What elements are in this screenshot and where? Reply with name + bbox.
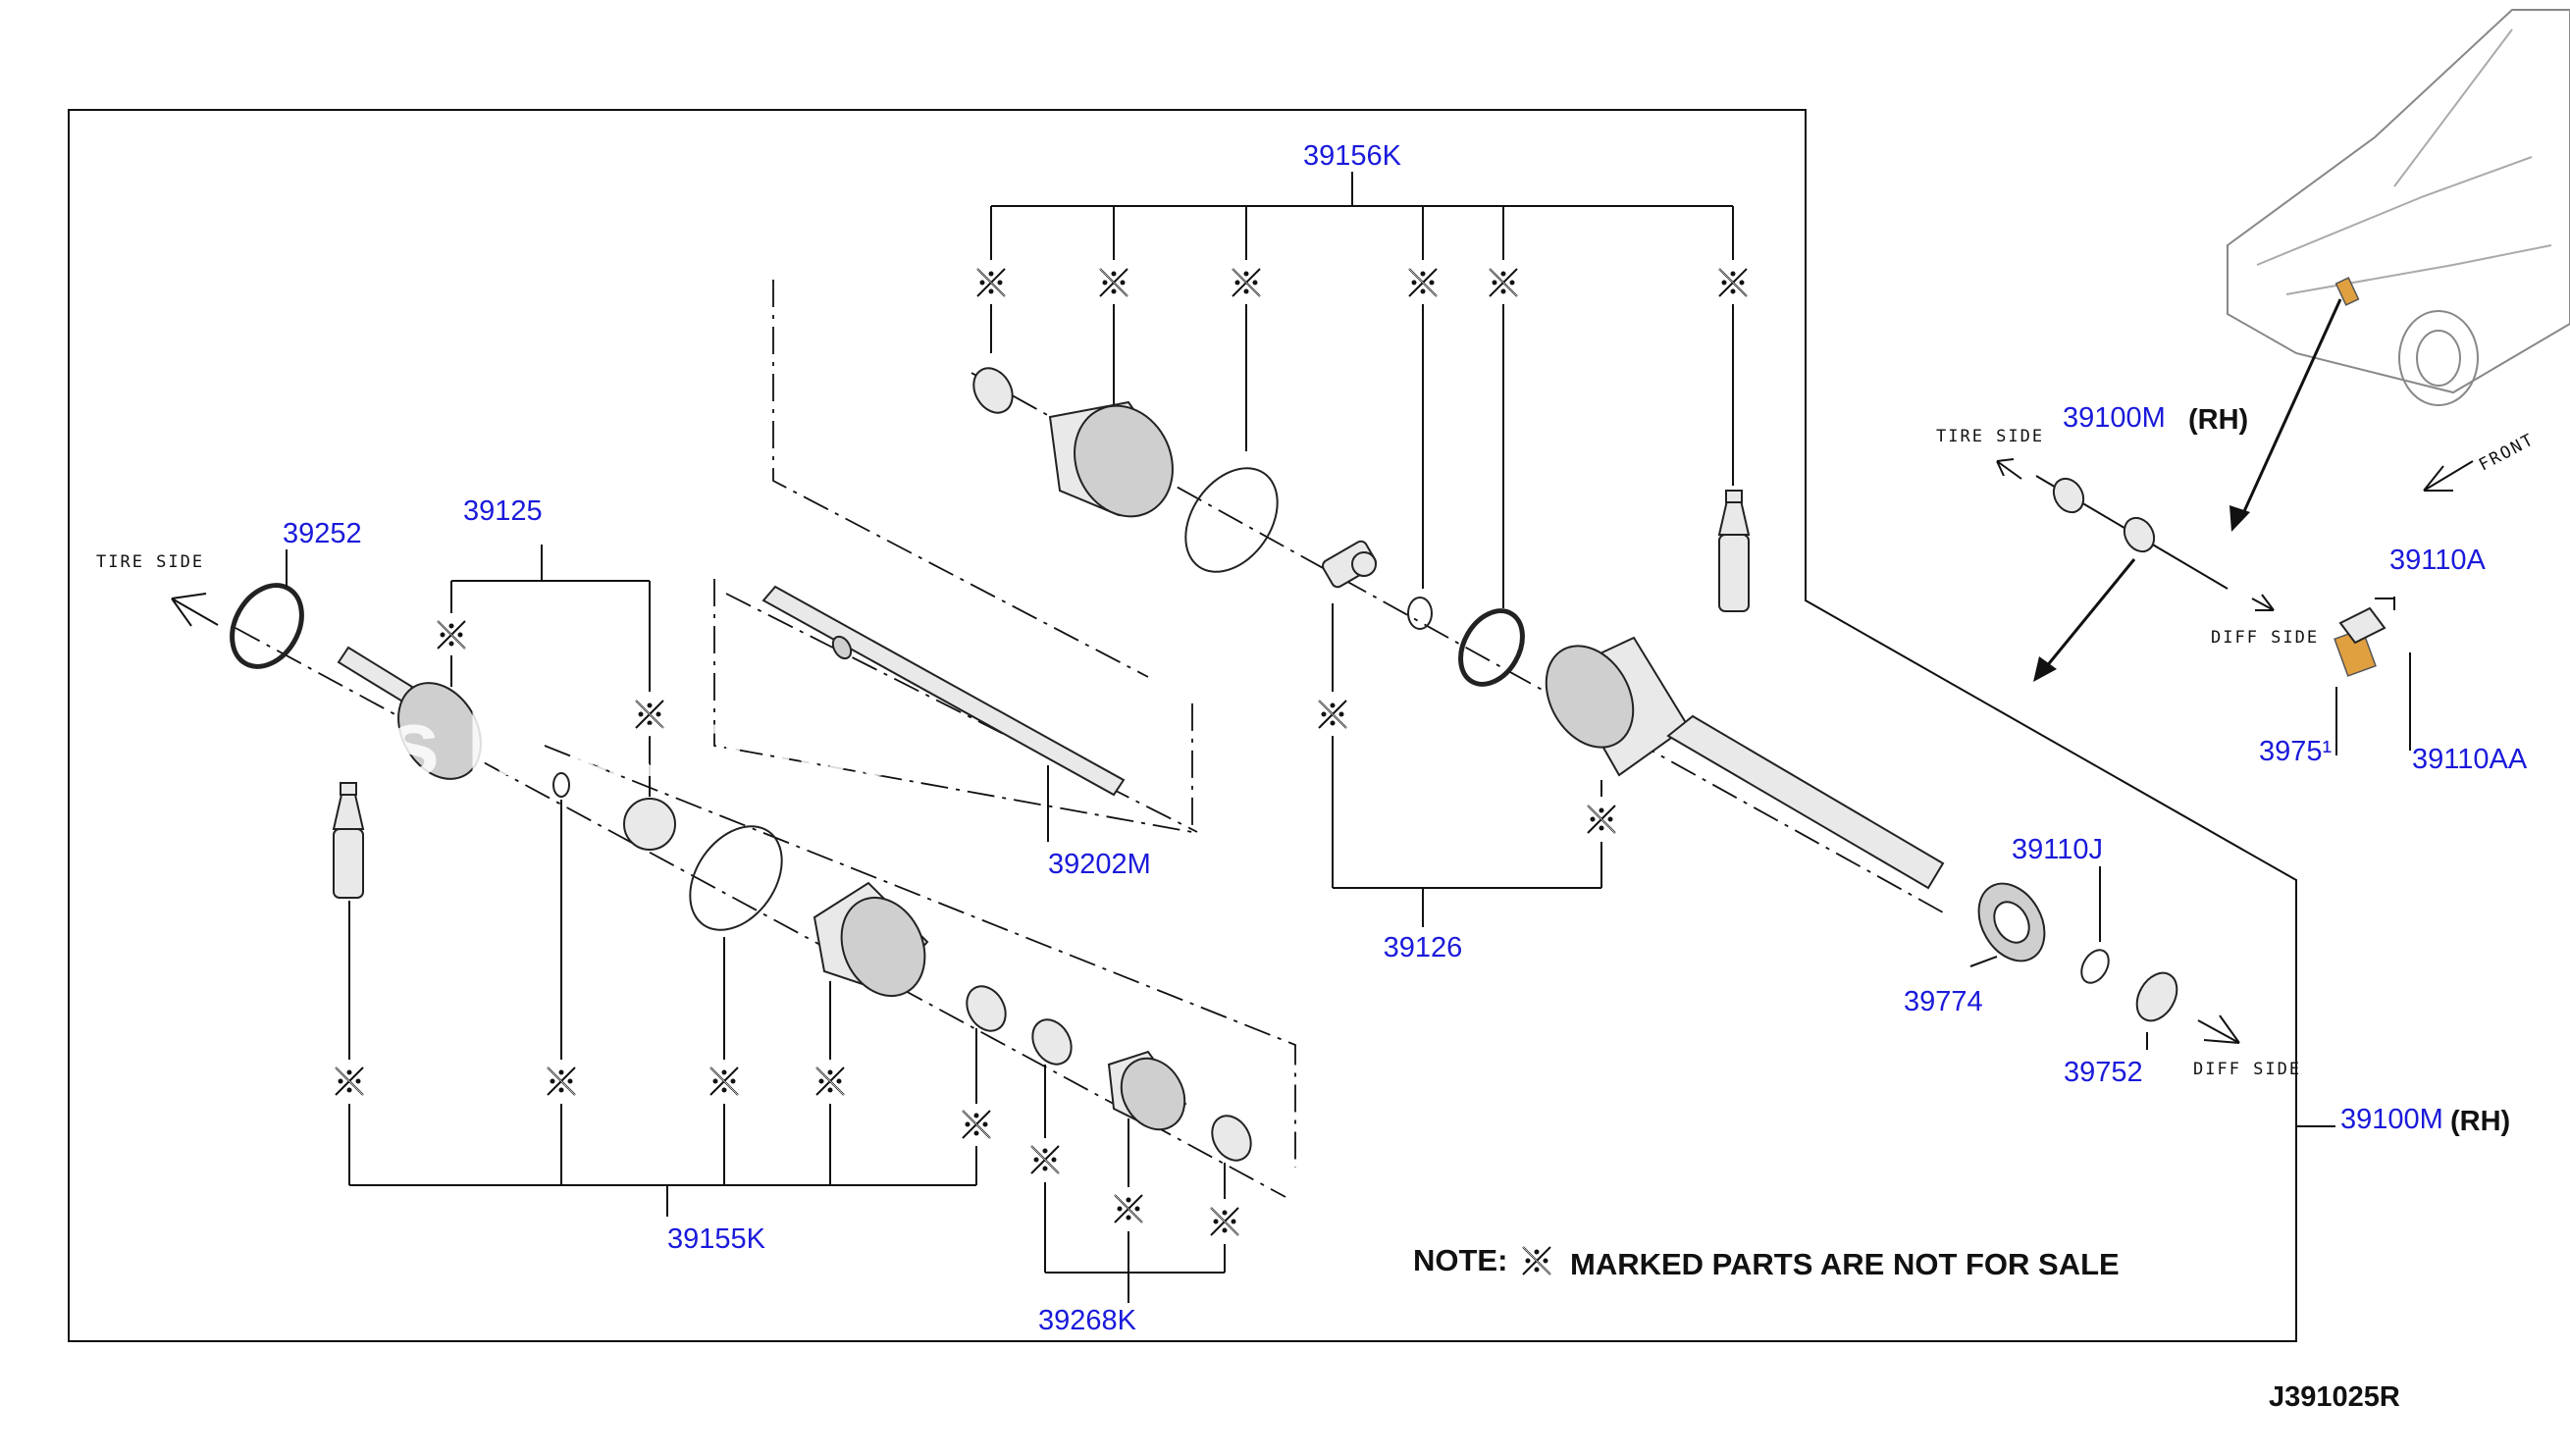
not-for-sale-mark (976, 268, 1748, 297)
pointer-arrowhead-2 (2033, 656, 2057, 682)
callout-39110A[interactable]: 39110A (2389, 545, 2486, 576)
callout-39268K[interactable]: 39268K (1038, 1305, 1137, 1336)
leader-39155K (335, 800, 991, 1217)
bracket-lower (544, 745, 1296, 1168)
inset-axle (2035, 475, 2229, 590)
front-label: FRONT (2476, 430, 2538, 475)
inset-tire-arrow (1996, 458, 2022, 480)
circlip-part (1458, 608, 1525, 687)
snap-ring-part (1407, 597, 1433, 630)
band-part (1184, 467, 1279, 573)
clamp-lower-3 (1211, 1115, 1252, 1162)
shaft-part (761, 585, 1126, 797)
bracket-shaft (713, 579, 1193, 834)
watermark: s M udo lod (388, 691, 911, 796)
oring-part (2080, 949, 2110, 984)
callout-39752[interactable]: 39752 (2064, 1057, 2143, 1088)
pointer-arrow-1 (2238, 298, 2342, 521)
seal-part (2135, 971, 2178, 1022)
outer-joint-part (337, 646, 482, 780)
grease-tube-lower (332, 782, 365, 899)
note-mark-icon (1522, 1246, 1551, 1275)
rh-label-inset: (RH) (2188, 404, 2248, 436)
leader-39125 (437, 545, 664, 797)
clamp-lower-2 (1031, 1018, 1073, 1066)
rh-label-main: (RH) (2450, 1106, 2510, 1137)
grease-tube-upper (1717, 490, 1751, 612)
boot-outer-part (813, 881, 929, 998)
callout-39156K[interactable]: 39156K (1303, 140, 1402, 172)
callout-39252[interactable]: 39252 (283, 518, 362, 549)
vehicle-inset (2227, 9, 2570, 406)
band-lower-part (689, 825, 783, 931)
main-frame (68, 109, 2297, 1342)
pointer-arrowhead-1 (2229, 505, 2250, 532)
housing-part (1545, 636, 1945, 890)
note-text: MARKED PARTS ARE NOT FOR SALE (1570, 1247, 2120, 1281)
axis-shaft (725, 593, 1198, 833)
callout-39110J[interactable]: 39110J (2012, 834, 2103, 865)
inset-tire-side-label: TIRE SIDE (1936, 427, 2044, 446)
diagram-code: J391025R (2269, 1381, 2400, 1413)
leader-39156K (990, 172, 1734, 608)
inset-diff-side-label: DIFF SIDE (2211, 628, 2319, 648)
inset-diff-arrow (2251, 594, 2275, 611)
tire-side-label: TIRE SIDE (96, 552, 204, 572)
leader-39268K (1030, 1065, 1239, 1303)
callout-39202M[interactable]: 39202M (1048, 849, 1151, 880)
clamp-part (972, 367, 1014, 414)
front-arrow-icon (2423, 460, 2474, 492)
small-ring-part (552, 772, 570, 798)
clamp-lower-1 (966, 985, 1007, 1032)
callout-39100M-inset[interactable]: 39100M (2063, 402, 2166, 434)
bracket-upper (772, 280, 1149, 678)
callout-39110AA[interactable]: 39110AA (2412, 744, 2528, 775)
axis-inner-joint (970, 372, 1944, 913)
damper-part (1107, 1050, 1187, 1131)
callout-3975x[interactable]: 3975¹ (2259, 736, 2333, 767)
callout-39774[interactable]: 39774 (1904, 986, 1983, 1017)
leader-39126 (1318, 603, 1616, 927)
boot-inner-part (1048, 400, 1174, 518)
leader-39774 (1969, 956, 1998, 967)
diff-side-label: DIFF SIDE (2193, 1060, 2301, 1079)
callout-39100M-main[interactable]: 39100M (2340, 1104, 2443, 1135)
callout-39155K[interactable]: 39155K (667, 1223, 766, 1255)
note-prefix: NOTE: (1413, 1243, 1507, 1277)
tripod-part (1322, 540, 1377, 589)
pointer-arrow-2 (2044, 558, 2136, 668)
tire-side-arrow (171, 593, 219, 627)
ring-39252-part (230, 583, 304, 669)
diff-side-arrow (2197, 1014, 2240, 1044)
bearing-part (1977, 882, 2046, 962)
inset-small-parts (2334, 597, 2411, 755)
callout-39126[interactable]: 39126 (1384, 932, 1463, 963)
cage-part (623, 798, 676, 851)
callout-39125[interactable]: 39125 (463, 495, 543, 527)
